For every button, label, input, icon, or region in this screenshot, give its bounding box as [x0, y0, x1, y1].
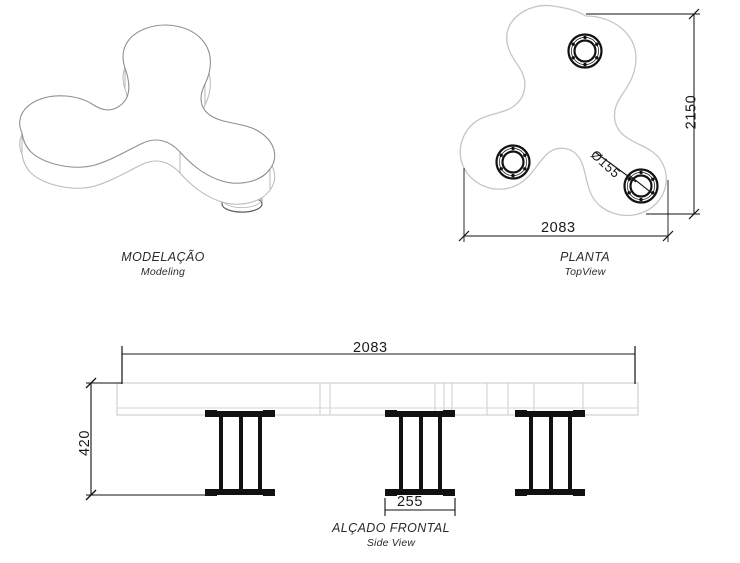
caption-topview-title: PLANTA: [559, 250, 611, 264]
dimension-leg-width: 255: [397, 494, 423, 510]
caption-sideview: ALÇADO FRONTAL Side View: [296, 521, 486, 550]
elevation-slab-divisions: [319, 383, 584, 415]
view-topview: [458, 4, 700, 242]
dimension-elevation-height: 420: [77, 430, 93, 456]
view-modeling: [19, 24, 276, 213]
topview-outline: [459, 4, 667, 216]
caption-modeling: MODELAÇÃO Modeling: [78, 250, 248, 279]
caption-sideview-title: ALÇADO FRONTAL: [332, 521, 450, 535]
caption-topview: PLANTA TopView: [500, 250, 670, 279]
caption-topview-subtitle: TopView: [564, 265, 606, 278]
dimension-elevation-width: 2083: [353, 340, 388, 356]
caption-modeling-subtitle: Modeling: [140, 265, 186, 278]
elevation-slab: [116, 382, 639, 416]
dimension-topview-width: 2083: [541, 220, 576, 236]
diameter-slash: [628, 174, 654, 195]
caption-sideview-subtitle: Side View: [366, 536, 416, 549]
elevation-leg-1: [205, 410, 275, 496]
elevation-leg-3: [515, 410, 585, 496]
elevation-leg-2: [385, 410, 455, 496]
caption-modeling-title: MODELAÇÃO: [121, 250, 205, 264]
dimension-topview-height: 2150: [683, 94, 700, 130]
diameter-leader-line: [594, 151, 637, 183]
view-sideview: [85, 346, 639, 516]
model-slab-top: [19, 24, 276, 184]
